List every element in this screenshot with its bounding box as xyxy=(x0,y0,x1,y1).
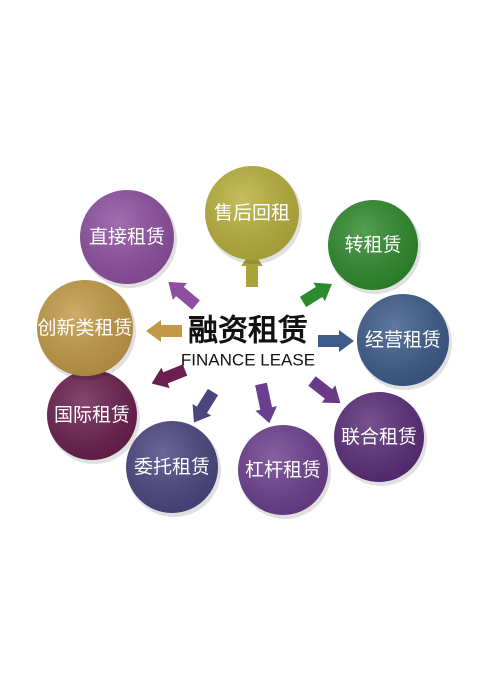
center-label: 融资租赁 FINANCE LEASE xyxy=(181,314,315,370)
node-shine-after-sale-leaseback xyxy=(205,166,299,260)
node-transfer-lease: 转租赁 xyxy=(328,200,421,294)
node-joint-lease: 联合租赁 xyxy=(334,392,427,486)
arrow-to-joint-lease xyxy=(308,376,341,404)
node-label-transfer-lease: 转租赁 xyxy=(344,234,401,256)
node-shine-entrusted-lease xyxy=(126,421,218,513)
center-title: 融资租赁 xyxy=(188,314,308,349)
node-after-sale-leaseback: 售后回租 xyxy=(205,166,302,264)
node-shine-innovative-lease xyxy=(37,280,133,376)
arrow-to-leveraged-lease xyxy=(255,382,277,424)
arrow-to-operating-lease xyxy=(318,330,354,352)
node-direct-lease: 直接租赁 xyxy=(80,190,177,288)
arrow-to-entrusted-lease xyxy=(192,388,219,423)
node-shine-joint-lease xyxy=(334,392,424,482)
node-innovative-lease: 创新类租赁 xyxy=(37,280,136,380)
node-leveraged-lease: 杠杆租赁 xyxy=(238,425,331,519)
node-shine-international-lease xyxy=(47,370,137,460)
arrow-to-after-sale-leaseback xyxy=(241,251,263,287)
node-shine-transfer-lease xyxy=(328,200,418,290)
node-label-leveraged-lease: 杠杆租赁 xyxy=(245,459,321,481)
node-shine-leveraged-lease xyxy=(238,425,328,515)
node-label-entrusted-lease: 委托租赁 xyxy=(134,456,210,478)
node-label-joint-lease: 联合租赁 xyxy=(341,426,417,448)
node-operating-lease: 经营租赁 xyxy=(357,294,452,390)
node-label-operating-lease: 经营租赁 xyxy=(365,329,441,351)
node-label-international-lease: 国际租赁 xyxy=(54,404,130,426)
arrow-to-innovative-lease xyxy=(146,320,182,342)
node-entrusted-lease: 委托租赁 xyxy=(126,421,221,517)
arrow-to-direct-lease xyxy=(168,281,200,310)
node-shine-direct-lease xyxy=(80,190,174,284)
node-label-after-sale-leaseback: 售后回租 xyxy=(214,202,290,224)
node-label-innovative-lease: 创新类租赁 xyxy=(37,317,132,339)
node-shine-operating-lease xyxy=(357,294,449,386)
node-label-direct-lease: 直接租赁 xyxy=(89,226,165,248)
node-international-lease: 国际租赁 xyxy=(47,370,140,464)
arrows-layer xyxy=(146,251,354,424)
arrow-to-transfer-lease xyxy=(299,282,332,308)
arrow-to-international-lease xyxy=(151,364,188,389)
center-subtitle: FINANCE LEASE xyxy=(181,351,315,370)
